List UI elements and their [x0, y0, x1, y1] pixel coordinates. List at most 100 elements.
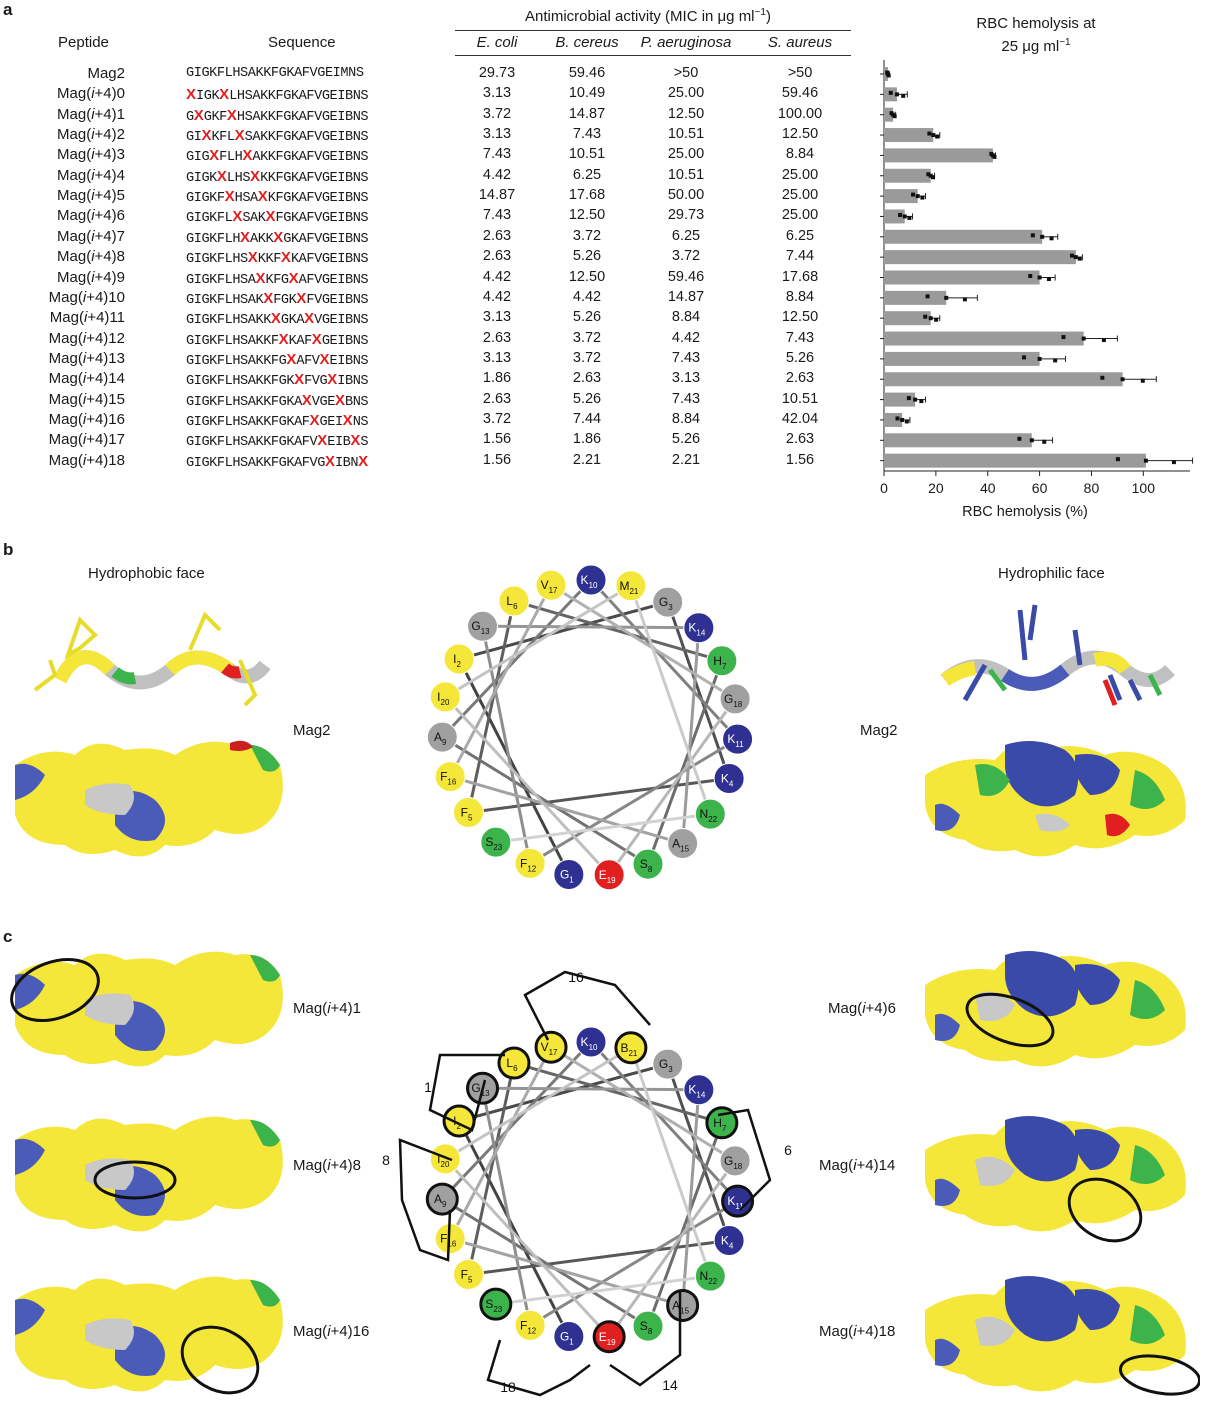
label-mag-i4-16: Mag(i+4)16: [293, 1323, 370, 1340]
surface-mag-i4-14: [925, 1116, 1186, 1243]
peptide-sequence: GIXKFLXSAKKFGKAFVGEIBNS: [186, 127, 369, 146]
mic-value: 2.21: [572, 451, 602, 468]
peptide-name: Mag(i+4)3: [57, 146, 125, 164]
hydrophilic-face-title: Hydrophilic face: [998, 565, 1105, 582]
residue-circle: [425, 1182, 459, 1216]
residue-circle: [429, 681, 461, 713]
hydrophobic-face-title: Hydrophobic face: [88, 565, 205, 582]
mic-value: 14.87: [568, 105, 606, 122]
peptide-sequence: GIGKFLHSAKKFGKAFVGEIMNS: [186, 66, 364, 81]
residue-circle: [683, 1074, 715, 1106]
residue-circle: [429, 1143, 461, 1175]
residue-circle: [553, 1320, 585, 1352]
peptide-name: Mag(i+4)10: [48, 288, 125, 306]
mic-value: 2.63: [785, 431, 815, 448]
wheel-connector: [444, 1046, 632, 1161]
mutation-x: X: [309, 411, 320, 429]
residue-circle: [453, 797, 485, 829]
mic-value: 3.13: [482, 309, 512, 326]
bar: [884, 107, 894, 122]
highlight-ellipse: [1067, 1177, 1143, 1243]
data-point: [886, 73, 891, 78]
wheel-connector: [458, 600, 669, 661]
mutation-x: X: [296, 289, 307, 307]
peptide-sequence: GIGKFXHSAXKFGKAFVGEIBNS: [186, 188, 369, 207]
mic-value: 12.50: [667, 105, 705, 122]
data-point: [1061, 335, 1066, 340]
data-point: [913, 397, 918, 402]
surface-mag-i4-1: [10, 951, 283, 1067]
data-point: [919, 399, 924, 404]
wheel-connector: [444, 695, 611, 876]
data-point: [906, 396, 911, 401]
mutation-x: X: [288, 269, 299, 287]
data-point: [1100, 375, 1105, 380]
mic-value: 6.25: [785, 227, 815, 244]
wheel-connector: [550, 1045, 736, 1163]
bridge-label: 6: [784, 1142, 792, 1158]
mic-value: 1.56: [482, 451, 512, 468]
bridge-label: 16: [568, 969, 584, 985]
mutation-x: X: [270, 310, 281, 328]
wheel-connector: [457, 658, 571, 876]
mic-value: 5.26: [785, 349, 815, 366]
wheel-connector: [482, 1086, 699, 1092]
peptide-sequence: GIGKFLHSAKKXGKAXVGEIBNS: [186, 310, 369, 329]
data-point: [1140, 378, 1145, 383]
highlight-ellipse: [180, 1325, 260, 1395]
wheel-connector: [467, 1062, 516, 1275]
residue-circle: [632, 1310, 664, 1342]
mutation-x: X: [301, 391, 312, 409]
wheel-connector: [529, 1199, 739, 1327]
data-point: [1037, 356, 1042, 361]
mic-value: 3.13: [482, 85, 512, 102]
mutation-x: X: [193, 106, 204, 124]
data-point: [892, 114, 897, 119]
mic-value: 14.87: [478, 187, 516, 204]
surface-mag-i4-6: [925, 951, 1186, 1067]
peptide-name: Mag(i+4)5: [57, 187, 125, 205]
wheel-connector: [441, 1197, 649, 1328]
mic-value: 1.56: [482, 431, 512, 448]
residue-circle: [694, 798, 726, 830]
organism-header: S. aureus: [767, 34, 833, 51]
mutation-x: X: [286, 350, 297, 368]
bar: [884, 189, 918, 204]
wheel-connector: [629, 1047, 712, 1277]
peptide-sequence: GIGKXLHSXKKFGKAFVGEIBNS: [186, 167, 369, 186]
data-point: [931, 133, 936, 138]
mic-value: 7.43: [671, 390, 701, 407]
residue-circle: [535, 569, 567, 601]
data-point: [1143, 458, 1148, 463]
mic-value: 7.43: [572, 126, 602, 143]
data-point: [1171, 460, 1176, 465]
residue-circle: [705, 1106, 739, 1140]
mic-value: 7.43: [482, 207, 512, 224]
mic-value: 6.25: [671, 227, 701, 244]
mutation-x: X: [255, 269, 266, 287]
residue-circle: [592, 1320, 626, 1354]
mic-value: 29.73: [478, 65, 516, 81]
data-point: [992, 154, 997, 159]
data-point: [1115, 457, 1120, 462]
data-point: [926, 172, 931, 177]
mic-value: 3.72: [482, 105, 512, 122]
data-point: [1030, 233, 1035, 238]
bridge-label: 14: [662, 1377, 678, 1393]
peptide-name: Mag(i+4)9: [57, 268, 125, 286]
peptide-name: Mag(i+4)8: [57, 248, 125, 266]
peptide-sequence: GIGKFLHSAKXFGKXFVGEIBNS: [186, 289, 369, 308]
mutation-x: X: [280, 249, 291, 267]
wheel-connector: [646, 660, 724, 865]
mutation-x: X: [234, 127, 245, 145]
wheel-connector: [449, 775, 684, 845]
peptide-sequence: GIGKFLHSAKKFGXAFVXEIBNS: [186, 350, 369, 369]
wheel-connector: [441, 735, 649, 866]
mic-value: 25.00: [781, 187, 819, 204]
peptide-name: Mag(i+4)17: [48, 431, 125, 449]
peptide-name: Mag(i+4)12: [48, 329, 125, 347]
mutation-x: X: [250, 167, 261, 185]
residue-circle: [719, 683, 751, 715]
mic-value: 12.50: [568, 268, 606, 285]
